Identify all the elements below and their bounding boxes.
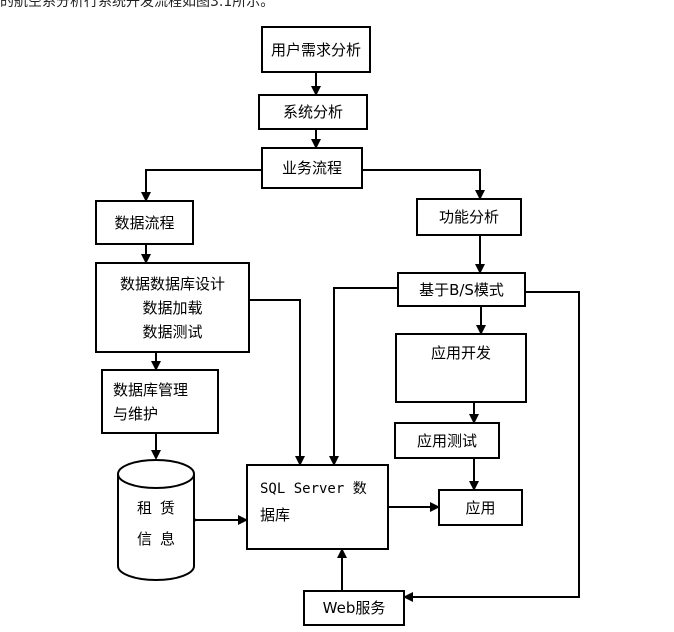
node-web-service: Web服务 [303, 590, 405, 626]
rental-info-line-2: 信息 [136, 530, 183, 548]
arrow-bizflow-to-dataflow [141, 169, 261, 202]
db-mgmt-line-2: 与维护 [113, 404, 159, 423]
node-function-analysis: 功能分析 [416, 198, 522, 236]
arrow-dbdesign-to-sqlserver [250, 299, 305, 466]
node-app-development: 应用开发 [395, 333, 527, 403]
db-design-line-3: 数据测试 [142, 322, 203, 341]
intro-text-fragment: 的航空系分析行系统开发流程如图3.1所示。 [0, 0, 275, 10]
node-app-testing: 应用测试 [394, 422, 500, 459]
rental-info-cylinder [117, 459, 195, 581]
node-system-analysis: 系统分析 [258, 94, 368, 130]
node-user-requirement-analysis: 用户需求分析 [261, 26, 371, 73]
node-sql-server-database: SQL Server 数 据库 [246, 464, 389, 550]
node-data-flow: 数据流程 [95, 200, 194, 245]
db-design-line-2: 数据加载 [142, 298, 203, 317]
rental-info-line-1: 租赁 [136, 499, 183, 517]
node-database-design: 数据数据库设计 数据加载 数据测试 [95, 262, 250, 353]
arrow-bizflow-to-funcanalysis [363, 169, 485, 200]
arrow-bsmode-to-sqlserver [329, 287, 397, 466]
node-bs-mode: 基于B/S模式 [397, 272, 526, 307]
node-application: 应用 [438, 489, 523, 526]
node-business-flow: 业务流程 [261, 147, 363, 189]
sql-server-line-1: SQL Server 数 [260, 481, 367, 497]
node-database-management: 数据库管理 与维护 [101, 369, 219, 434]
sql-server-line-2: 据库 [260, 506, 291, 524]
db-mgmt-line-1: 数据库管理 [113, 380, 189, 399]
db-design-line-1: 数据数据库设计 [119, 274, 225, 293]
arrow-bsmode-to-webservice [403, 291, 580, 602]
